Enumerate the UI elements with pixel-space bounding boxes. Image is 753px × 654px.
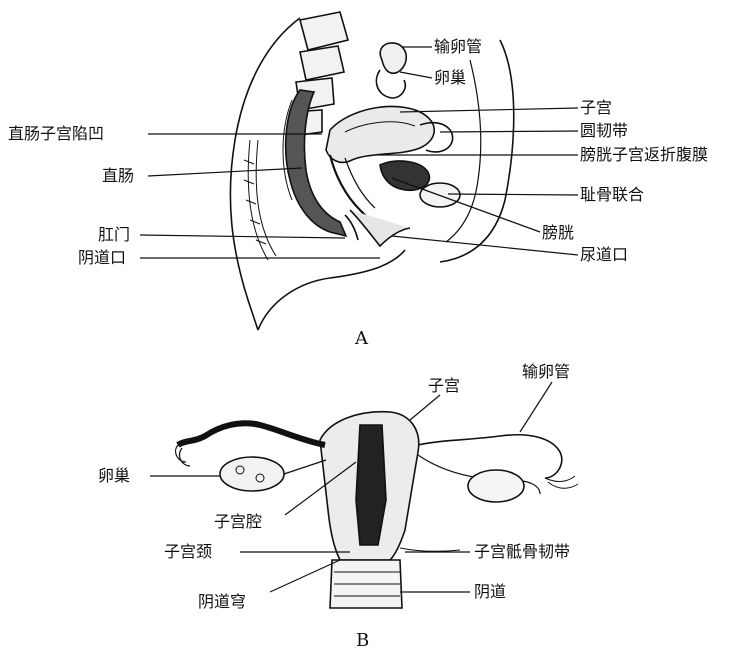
uterus-shape (326, 106, 434, 162)
bladder-shape (380, 161, 429, 190)
label-a-ovary: 卵巢 (434, 69, 466, 87)
uterine-cavity-b (356, 425, 386, 545)
label-a-anus: 肛门 (98, 226, 130, 244)
label-a-round-ligament: 圆韧带 (580, 122, 628, 140)
label-a-rectouterine-pouch: 直肠子宫陷凹 (8, 125, 104, 143)
label-b-ovary: 卵巢 (98, 467, 130, 485)
pelvic-wall-left (244, 140, 276, 260)
label-a-uterus: 子宫 (580, 99, 612, 117)
label-b-uterus: 子宫 (428, 377, 460, 395)
left-tube-b (178, 423, 325, 445)
label-a-pubic-symphysis: 耻骨联合 (580, 186, 644, 204)
panel-b-illustration (176, 412, 578, 608)
label-b-cervix: 子宫颈 (164, 543, 212, 561)
label-b-uterine-cavity: 子宫腔 (214, 513, 262, 531)
label-a-vesicouterine-pouch: 膀胱子宫返折腹膜 (580, 146, 708, 164)
label-b-vaginal-fornix: 阴道穹 (198, 593, 246, 611)
right-ovary-b (468, 470, 524, 502)
label-a-urethral-orifice: 尿道口 (580, 246, 628, 264)
panel-a-letter: A (355, 328, 368, 349)
label-b-fallopian-tube: 输卵管 (522, 363, 570, 381)
label-a-rectum: 直肠 (102, 167, 134, 185)
panel-b-letter: B (356, 630, 369, 651)
label-b-vagina: 阴道 (474, 583, 506, 601)
panel-a-illustration (230, 12, 513, 330)
label-a-vaginal-orifice: 阴道口 (78, 249, 126, 267)
label-a-bladder: 膀胱 (542, 224, 574, 242)
left-ovary-b (220, 457, 284, 491)
label-b-uterosacral-ligament: 子宫骶骨韧带 (474, 543, 570, 561)
label-a-fallopian-tube: 输卵管 (434, 38, 482, 56)
